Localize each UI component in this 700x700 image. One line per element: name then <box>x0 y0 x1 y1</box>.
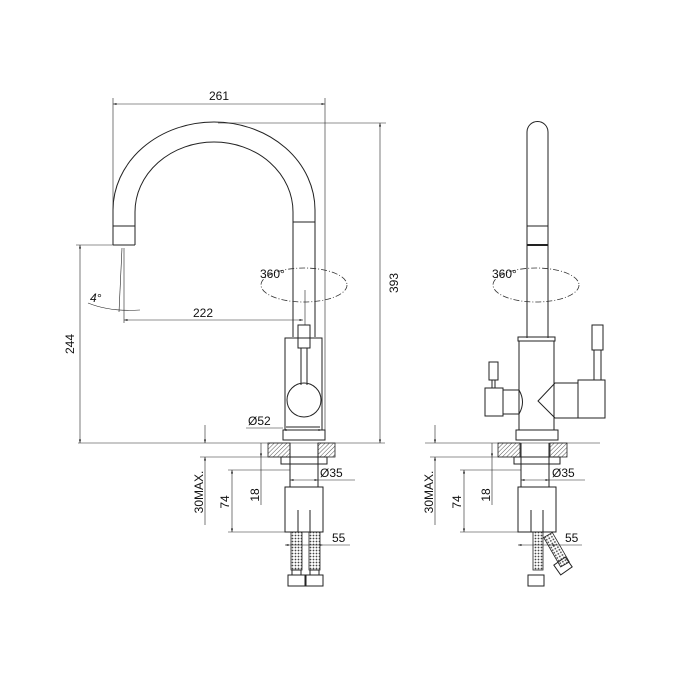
dim-spout-height: 244 <box>63 334 77 354</box>
faucet-stem <box>526 121 549 338</box>
dim-max-counter-thickness: 30MAX. <box>192 471 206 514</box>
rotation-label: 360° <box>260 267 285 281</box>
faucet-body <box>484 324 606 441</box>
front-view: 360° 30MAX. 74 <box>422 121 606 587</box>
dim-hose-spacing: 55 <box>565 531 579 545</box>
dim-spout-reach: 222 <box>193 306 213 320</box>
dim-height-total: 393 <box>387 273 401 293</box>
dim-max-counter-thickness: 30MAX. <box>422 471 436 514</box>
dim-hose-spacing: 55 <box>332 531 346 545</box>
right-handle <box>577 379 606 419</box>
rotation-ellipse <box>492 267 580 303</box>
side-view: 261 393 244 4° 222 360° Ø52 <box>63 89 401 587</box>
dim-shank-length: 74 <box>450 495 464 509</box>
dim-nut-offset: 18 <box>479 488 493 502</box>
dim-base-diameter: Ø52 <box>248 414 271 428</box>
dim-width-total: 261 <box>209 89 229 103</box>
dim-shank-diameter: Ø35 <box>320 466 343 480</box>
handle-ball <box>286 382 322 418</box>
left-handle <box>484 387 504 417</box>
dim-nut-offset: 18 <box>248 488 262 502</box>
faucet-body <box>282 324 326 441</box>
rotation-ellipse <box>260 267 348 303</box>
rotation-label: 360° <box>492 267 517 281</box>
dim-shank-diameter: Ø35 <box>552 466 575 480</box>
spout <box>112 121 316 337</box>
dim-shank-length: 74 <box>218 495 232 509</box>
dim-tilt-angle: 4° <box>90 291 102 305</box>
